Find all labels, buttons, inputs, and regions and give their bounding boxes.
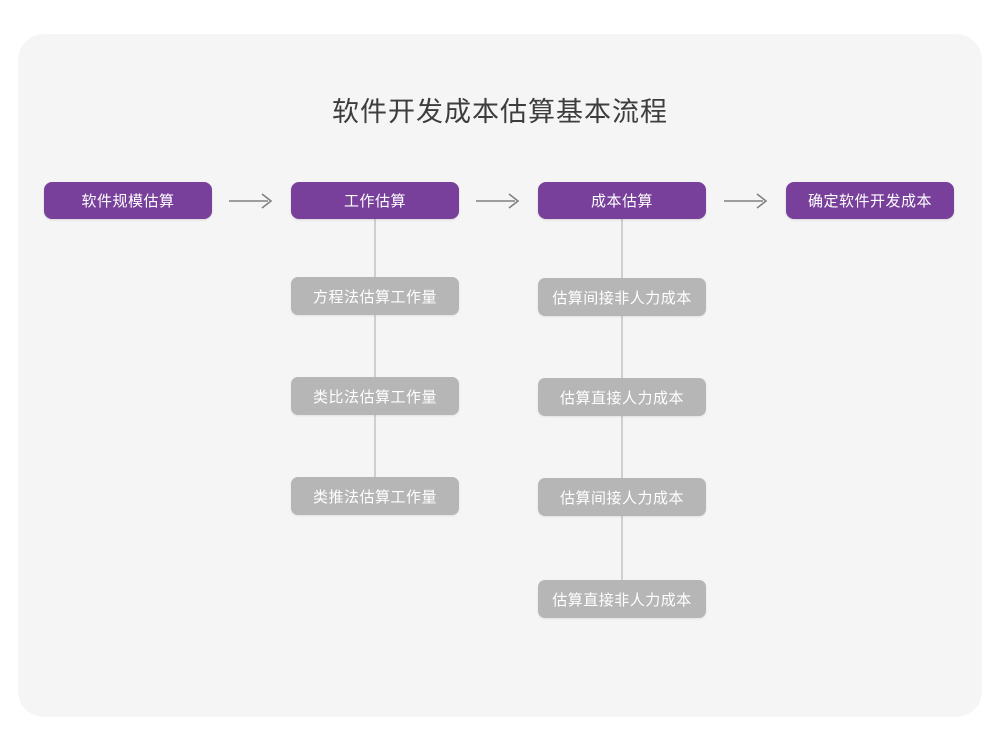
node-work-2-label: 类比法估算工作量 (312, 388, 437, 406)
node-step-3[interactable]: 成本估算 (538, 182, 706, 219)
node-work-3[interactable]: 类推法估算工作量 (291, 477, 459, 515)
node-work-2[interactable]: 类比法估算工作量 (291, 377, 459, 415)
node-cost-1-label: 估算间接非人力成本 (552, 289, 692, 307)
arrow-right-icon-1 (228, 191, 276, 211)
node-cost-2[interactable]: 估算直接人力成本 (538, 378, 706, 416)
node-cost-4[interactable]: 估算直接非人力成本 (538, 580, 706, 618)
node-cost-3-label: 估算间接人力成本 (559, 489, 684, 507)
node-work-3-label: 类推法估算工作量 (312, 488, 437, 506)
node-step-1-label: 软件规模估算 (81, 193, 175, 210)
card-panel (18, 34, 982, 717)
node-work-1[interactable]: 方程法估算工作量 (291, 277, 459, 315)
node-step-4[interactable]: 确定软件开发成本 (786, 182, 954, 219)
node-cost-1[interactable]: 估算间接非人力成本 (538, 278, 706, 316)
arrow-right-icon-2 (475, 191, 523, 211)
arrow-right-icon-3 (723, 191, 771, 211)
node-cost-2-label: 估算直接人力成本 (559, 389, 684, 407)
node-step-2[interactable]: 工作估算 (291, 182, 459, 219)
page-title: 软件开发成本估算基本流程 (332, 97, 668, 127)
node-step-2-label: 工作估算 (343, 193, 406, 210)
node-work-1-label: 方程法估算工作量 (312, 288, 437, 306)
node-cost-3[interactable]: 估算间接人力成本 (538, 478, 706, 516)
node-step-4-label: 确定软件开发成本 (807, 193, 932, 210)
node-cost-4-label: 估算直接非人力成本 (552, 591, 692, 609)
connector-line-work (374, 219, 376, 497)
node-step-1[interactable]: 软件规模估算 (44, 182, 212, 219)
node-step-3-label: 成本估算 (590, 193, 653, 210)
